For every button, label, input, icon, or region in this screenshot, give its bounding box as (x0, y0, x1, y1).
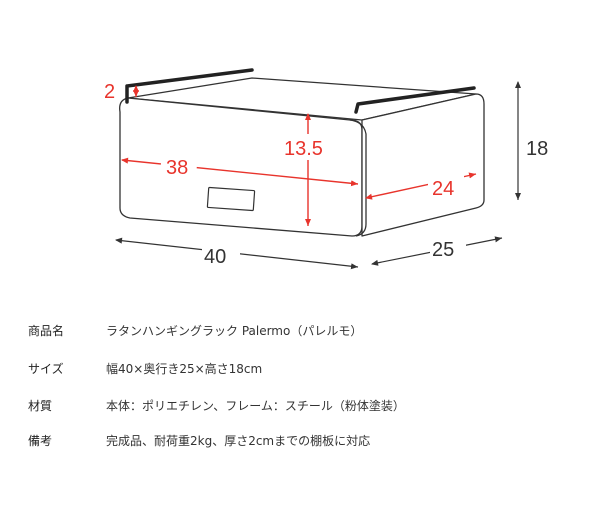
inner-depth-label: 24 (432, 178, 454, 200)
inner-height-label: 13.5 (284, 138, 323, 160)
outer-depth-label: 25 (432, 239, 454, 261)
spec-value: 幅40×奥行き25×高さ18cm (106, 362, 263, 376)
handle-height-label: 2 (104, 81, 115, 103)
inner-width-label-bg (159, 150, 199, 178)
spec-row-material: 材質 本体：ポリエチレン、フレーム：スチール（粉体塗装） (28, 397, 405, 414)
spec-value: ラタンハンギングラック Palermo（パレルモ） (106, 324, 363, 338)
spec-label: 商品名 (28, 324, 65, 338)
spec-label: サイズ (28, 362, 64, 376)
product-dimension-diagram: 2 38 13.5 24 40 25 18 (104, 68, 548, 270)
inner-height-label-bg (282, 134, 336, 160)
outer-height-label: 18 (526, 138, 548, 160)
hanging-frame (125, 68, 476, 114)
inner-depth-label-bg (428, 174, 464, 200)
spec-row-product-name: 商品名 ラタンハンギングラック Palermo（パレルモ） (28, 322, 362, 339)
handle-slot (206, 186, 256, 212)
spec-value: 本体：ポリエチレン、フレーム：スチール（粉体塗装） (106, 399, 405, 413)
outer-width-label-bg (202, 242, 240, 268)
inner-width-label: 38 (166, 157, 188, 179)
spec-row-notes: 備考 完成品、耐荷重2kg、厚さ2cmまでの棚板に対応 (28, 432, 370, 449)
outer-width-label: 40 (204, 246, 226, 268)
spec-row-size: サイズ 幅40×奥行き25×高さ18cm (28, 360, 262, 377)
spec-label: 材質 (28, 399, 53, 413)
spec-label: 備考 (28, 434, 53, 448)
outer-depth-label-bg (430, 234, 466, 260)
spec-value: 完成品、耐荷重2kg、厚さ2cmまでの棚板に対応 (106, 434, 371, 448)
